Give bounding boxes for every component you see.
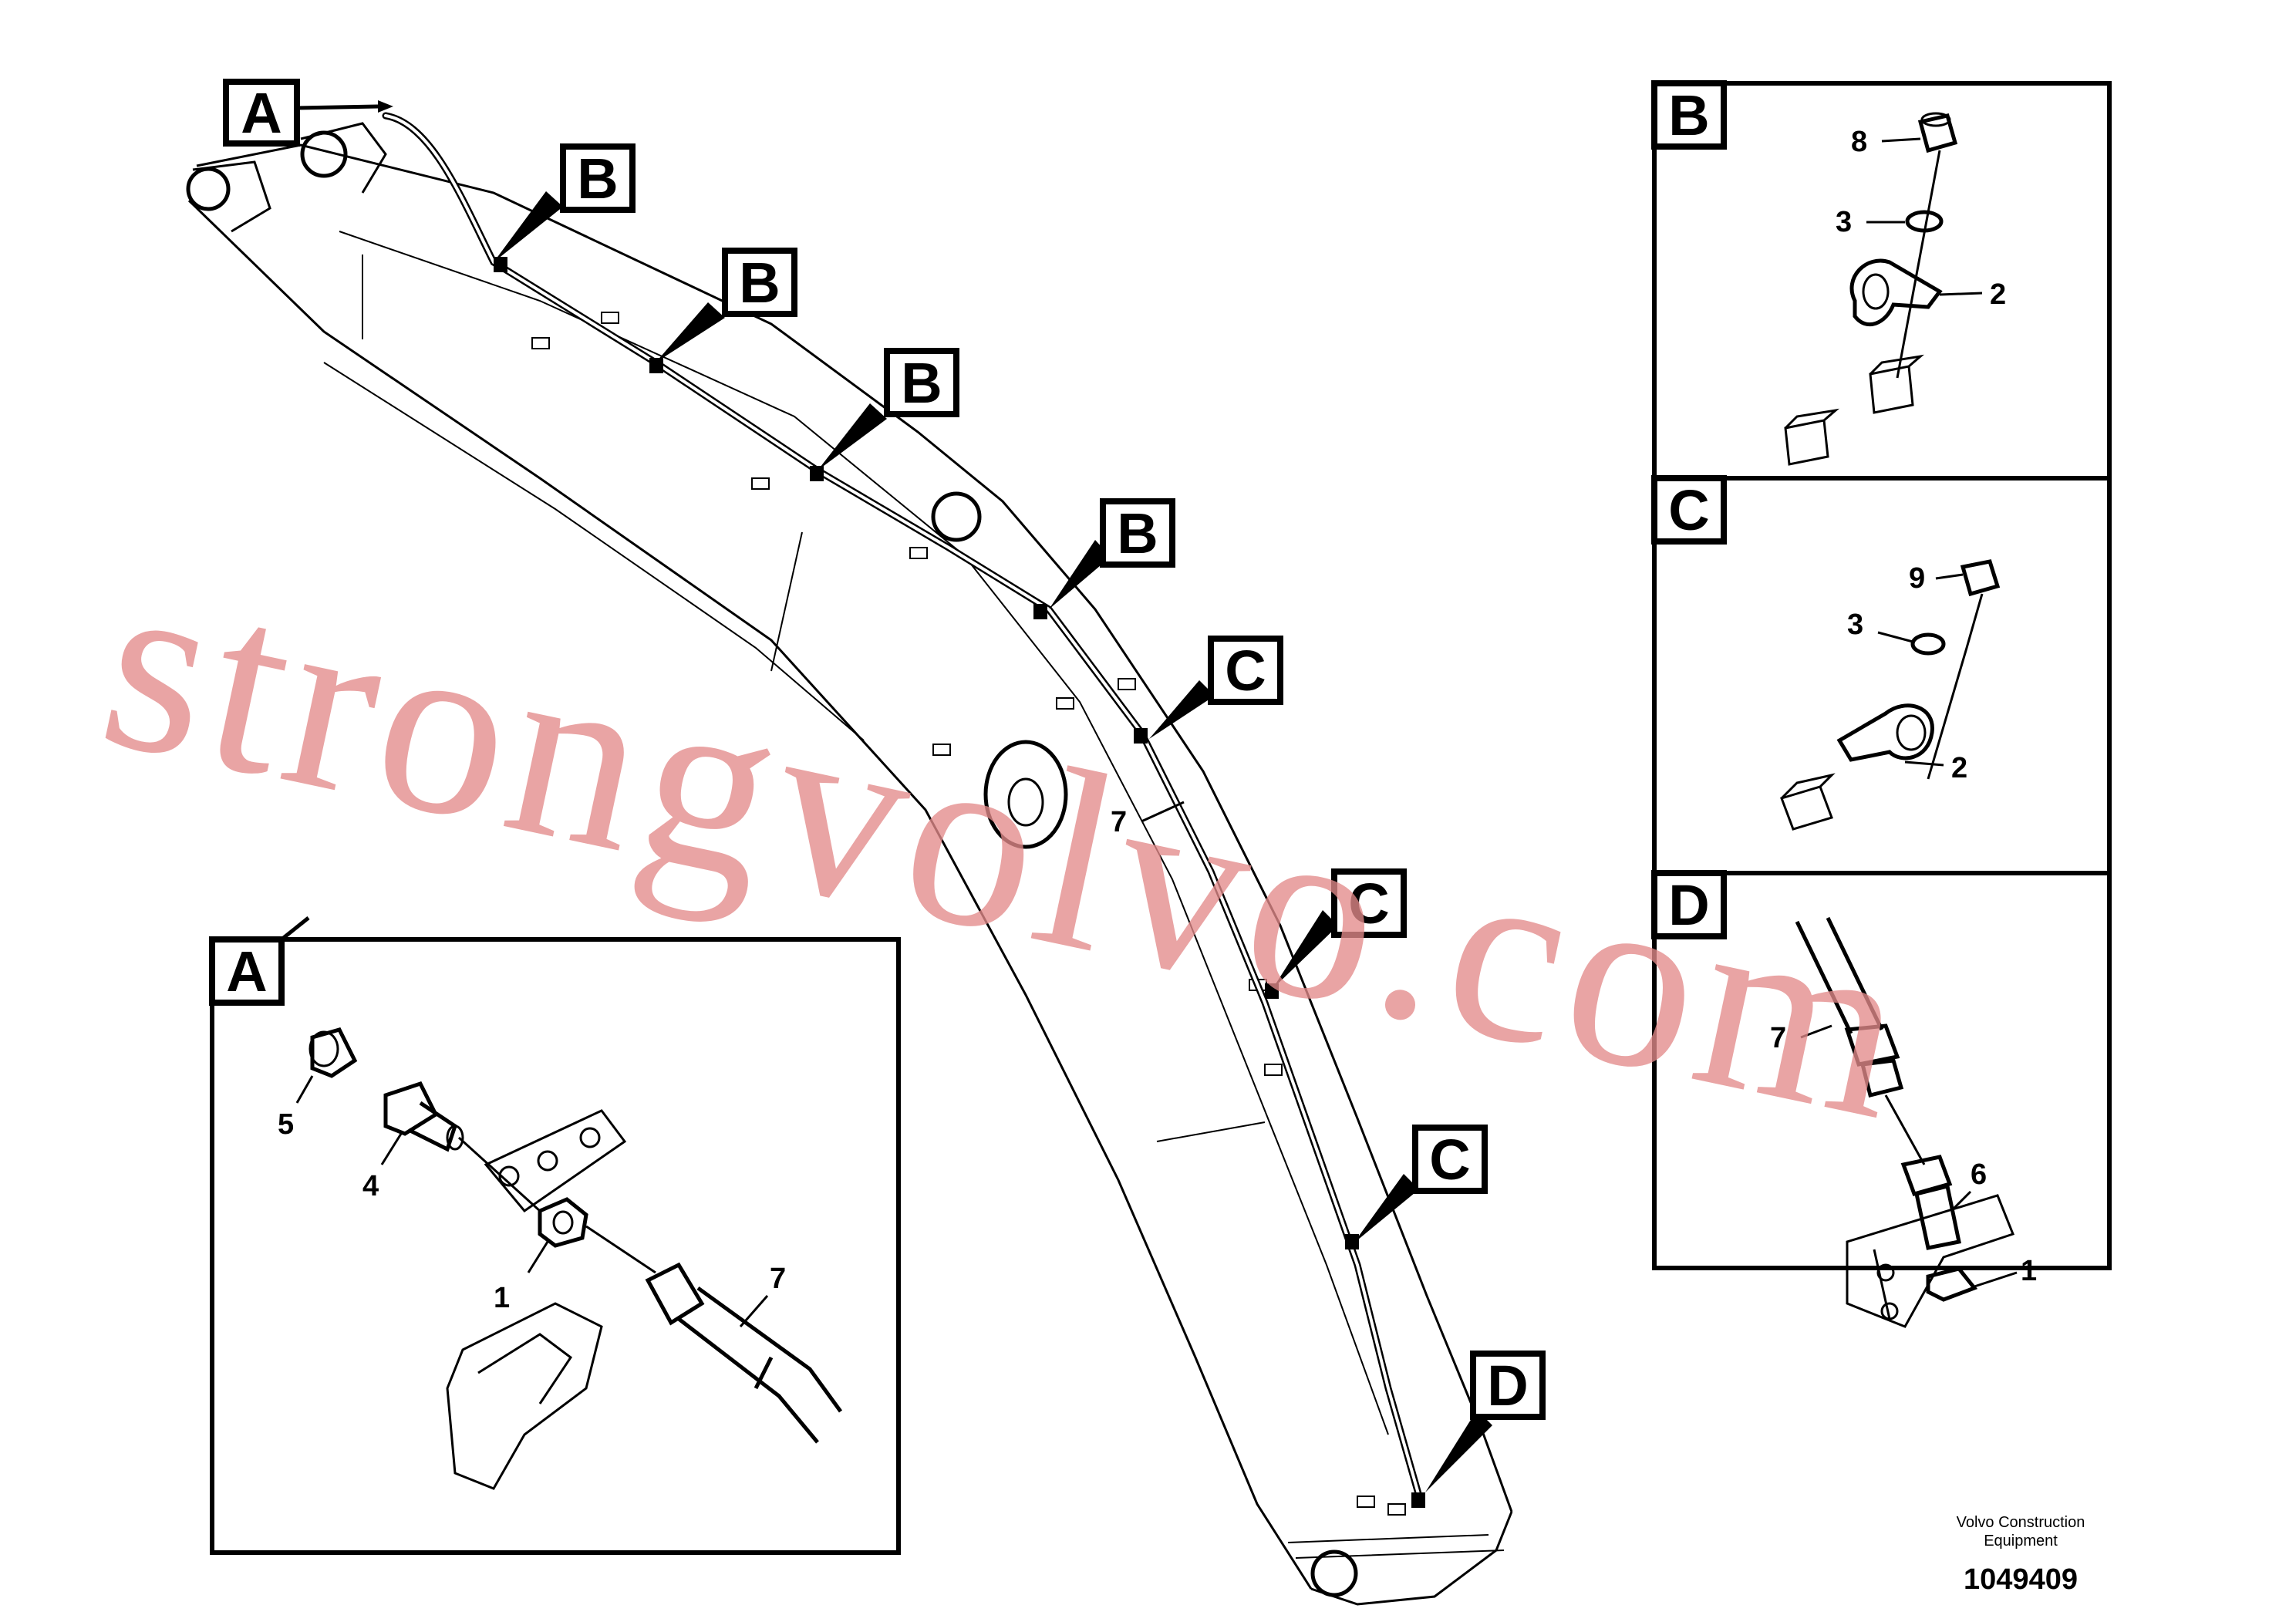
callout-c-main-1: C <box>1208 636 1283 705</box>
callout-c-main-3: C <box>1412 1125 1488 1194</box>
hose-clamps <box>494 257 1425 1508</box>
svg-text:8: 8 <box>1851 126 1867 158</box>
detail-d-part-1-nut <box>1926 1266 1978 1302</box>
detail-a-plate <box>484 1109 627 1213</box>
svg-text:C: C <box>1348 872 1389 936</box>
svg-text:B: B <box>1117 501 1158 565</box>
svg-text:3: 3 <box>1836 206 1852 238</box>
detail-b-part-2-clamp <box>1849 258 1943 327</box>
arm-lower-edge <box>187 199 1313 1590</box>
svg-text:1: 1 <box>2021 1255 2037 1287</box>
callout-c-main-2: C <box>1331 868 1407 938</box>
detail-c: C 9 3 2 <box>1651 475 2112 875</box>
company-line-1: Volvo Construction <box>1957 1514 2085 1531</box>
detail-a-part-4-fitting <box>383 1081 464 1152</box>
detail-a-part-1-nut <box>538 1197 588 1248</box>
hose-route <box>382 112 1425 1508</box>
detail-c-part-9-bolt <box>1927 559 2001 780</box>
detail-d: D 7 6 1 <box>1651 870 2112 1328</box>
detail-d-part-7-hose <box>1795 916 1904 1098</box>
svg-text:B: B <box>577 147 618 211</box>
detail-b-block-2 <box>1784 408 1839 466</box>
svg-text:1: 1 <box>494 1282 510 1314</box>
callout-d-main: D <box>1470 1351 1546 1420</box>
svg-text:7: 7 <box>1770 1022 1786 1054</box>
detail-c-block <box>1780 773 1836 831</box>
svg-text:A: A <box>226 939 267 1003</box>
arm-cylinder-boss <box>983 740 1068 849</box>
arm-ridge-2 <box>323 362 865 741</box>
detail-c-part-3-washer <box>1910 632 1946 656</box>
svg-text:C: C <box>1225 639 1266 703</box>
arm-upper-edge <box>196 143 1513 1512</box>
svg-text:4: 4 <box>362 1170 379 1202</box>
svg-text:7: 7 <box>770 1263 786 1295</box>
arm-ridge-5 <box>1156 1121 1266 1142</box>
callout-leaders <box>296 100 1492 1492</box>
svg-text:2: 2 <box>1951 752 1967 784</box>
arm-cylinder-boss-inner <box>1007 777 1044 827</box>
detail-a: A 5 <box>209 916 901 1555</box>
main-hose-label: 7 <box>1111 801 1185 838</box>
svg-text:C: C <box>1668 478 1709 542</box>
arm-bottom-end <box>1310 1511 1513 1606</box>
svg-text:5: 5 <box>278 1108 294 1141</box>
callout-b-main-2: B <box>722 248 797 317</box>
svg-text:B: B <box>739 251 780 315</box>
detail-d-part-6-adapter <box>1900 1155 1961 1250</box>
main-hose-core <box>384 114 1421 1498</box>
svg-text:D: D <box>1668 873 1709 937</box>
detail-b-part-8-bolt <box>1896 112 1958 379</box>
svg-text:2: 2 <box>1990 278 2006 311</box>
company-line-2: Equipment <box>1984 1533 2058 1549</box>
svg-text:7: 7 <box>1111 806 1127 838</box>
callout-b-main-1: B <box>560 143 636 213</box>
callout-b-main-4: B <box>1100 498 1175 568</box>
arm-top-pin-2 <box>186 167 231 211</box>
arm-ridge-4 <box>770 531 803 672</box>
footer-block: Volvo Construction Equipment 1049409 <box>1957 1514 2085 1596</box>
drawing-number: 1049409 <box>1964 1563 2078 1596</box>
arm-bottom-pin <box>1310 1549 1358 1597</box>
callout-b-main-3: B <box>884 348 959 417</box>
arm-mid-pin <box>931 491 982 542</box>
detail-a-part-5-cap <box>308 1027 358 1078</box>
detail-b: B 8 3 2 <box>1651 80 2112 481</box>
svg-text:C: C <box>1429 1128 1470 1192</box>
svg-text:3: 3 <box>1847 609 1863 641</box>
arm-bottom-plate <box>1287 1534 1505 1559</box>
detail-a-bracket <box>446 1302 603 1490</box>
svg-text:A: A <box>241 81 282 145</box>
detail-c-part-2-clamp <box>1836 703 1934 762</box>
svg-text:D: D <box>1487 1354 1528 1418</box>
arm-top-lug <box>192 122 387 233</box>
svg-text:9: 9 <box>1909 562 1925 595</box>
callout-a-main: A <box>223 79 300 147</box>
detail-b-block-1 <box>1869 354 1924 414</box>
detail-a-part-7-hose <box>645 1262 843 1444</box>
svg-text:6: 6 <box>1971 1158 1987 1191</box>
svg-text:B: B <box>901 351 942 415</box>
svg-text:B: B <box>1668 83 1709 147</box>
detail-d-bracket <box>1846 1194 2014 1328</box>
detail-b-part-3-washer <box>1905 210 1944 233</box>
